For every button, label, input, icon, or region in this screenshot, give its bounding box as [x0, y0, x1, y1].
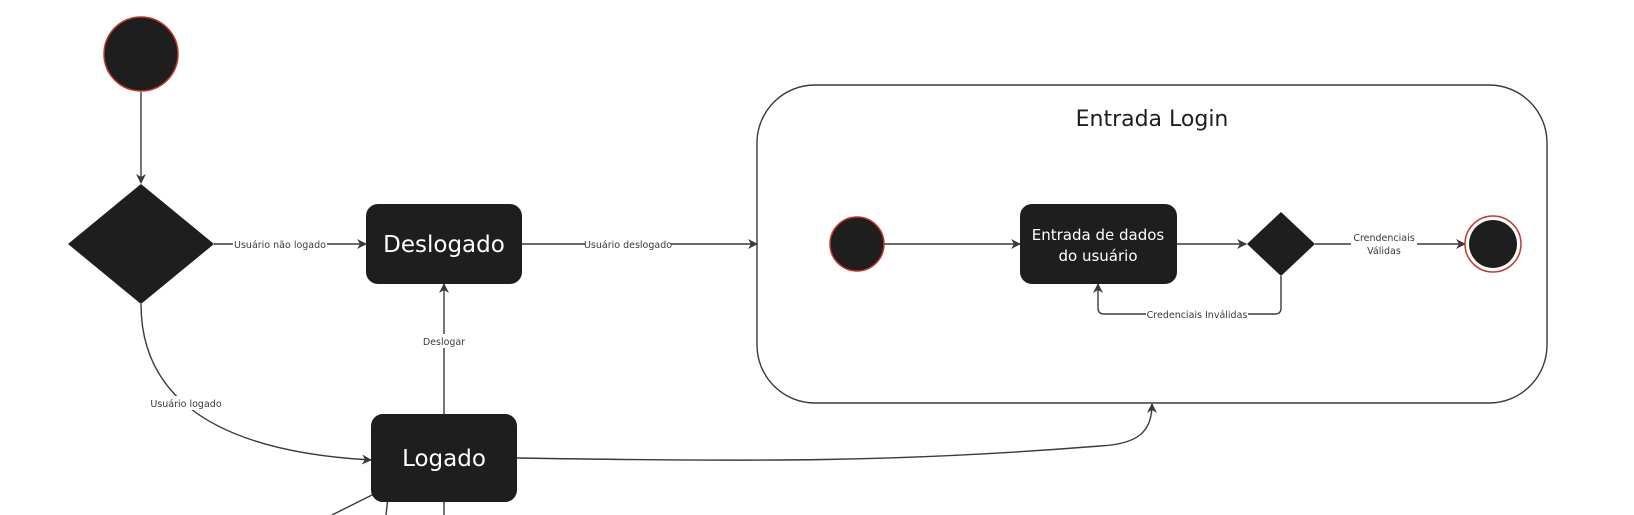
state-entrada-de-dados[interactable]: Entrada de dados do usuário: [1020, 204, 1177, 284]
composite-state-title: Entrada Login: [1076, 107, 1229, 132]
label-usuario-deslogado: Usuário deslogado: [584, 237, 672, 251]
label-credenciais-validas-line2: Válidas: [1367, 246, 1401, 257]
label-deslogar: Deslogar: [423, 334, 465, 348]
label-deslogar-text: Deslogar: [423, 337, 465, 348]
label-usuario-nao-logado: Usuário não logado: [233, 237, 327, 251]
edge-usuario-logado: [140, 303, 372, 465]
state-entrada-de-dados-label-line2: do usuário: [1059, 247, 1138, 265]
label-credenciais-validas: Crendenciais Válidas: [1351, 230, 1417, 258]
decision-node[interactable]: [68, 184, 214, 304]
label-usuario-logado: Usuário logado: [150, 396, 222, 410]
edge-logado-to-composite: [516, 403, 1157, 461]
initial-state[interactable]: [103, 16, 179, 92]
label-credenciais-invalidas: Credenciais Inválidas: [1146, 307, 1248, 321]
inner-initial-state[interactable]: [829, 216, 885, 272]
label-credenciais-validas-line1: Crendenciais: [1353, 233, 1414, 244]
final-state[interactable]: [1464, 215, 1522, 273]
label-usuario-deslogado-text: Usuário deslogado: [584, 240, 672, 251]
state-entrada-de-dados-label-line1: Entrada de dados: [1032, 226, 1165, 244]
label-usuario-nao-logado-text: Usuário não logado: [234, 240, 326, 251]
label-usuario-logado-text: Usuário logado: [150, 399, 221, 410]
state-logado[interactable]: Logado: [371, 414, 517, 502]
inner-decision-node[interactable]: [1247, 212, 1315, 276]
state-deslogado-label: Deslogado: [383, 232, 505, 258]
edge-outgoing-1: [331, 492, 377, 515]
state-deslogado[interactable]: Deslogado: [366, 204, 522, 284]
state-logado-label: Logado: [402, 446, 486, 472]
label-credenciais-invalidas-text: Credenciais Inválidas: [1147, 310, 1248, 321]
